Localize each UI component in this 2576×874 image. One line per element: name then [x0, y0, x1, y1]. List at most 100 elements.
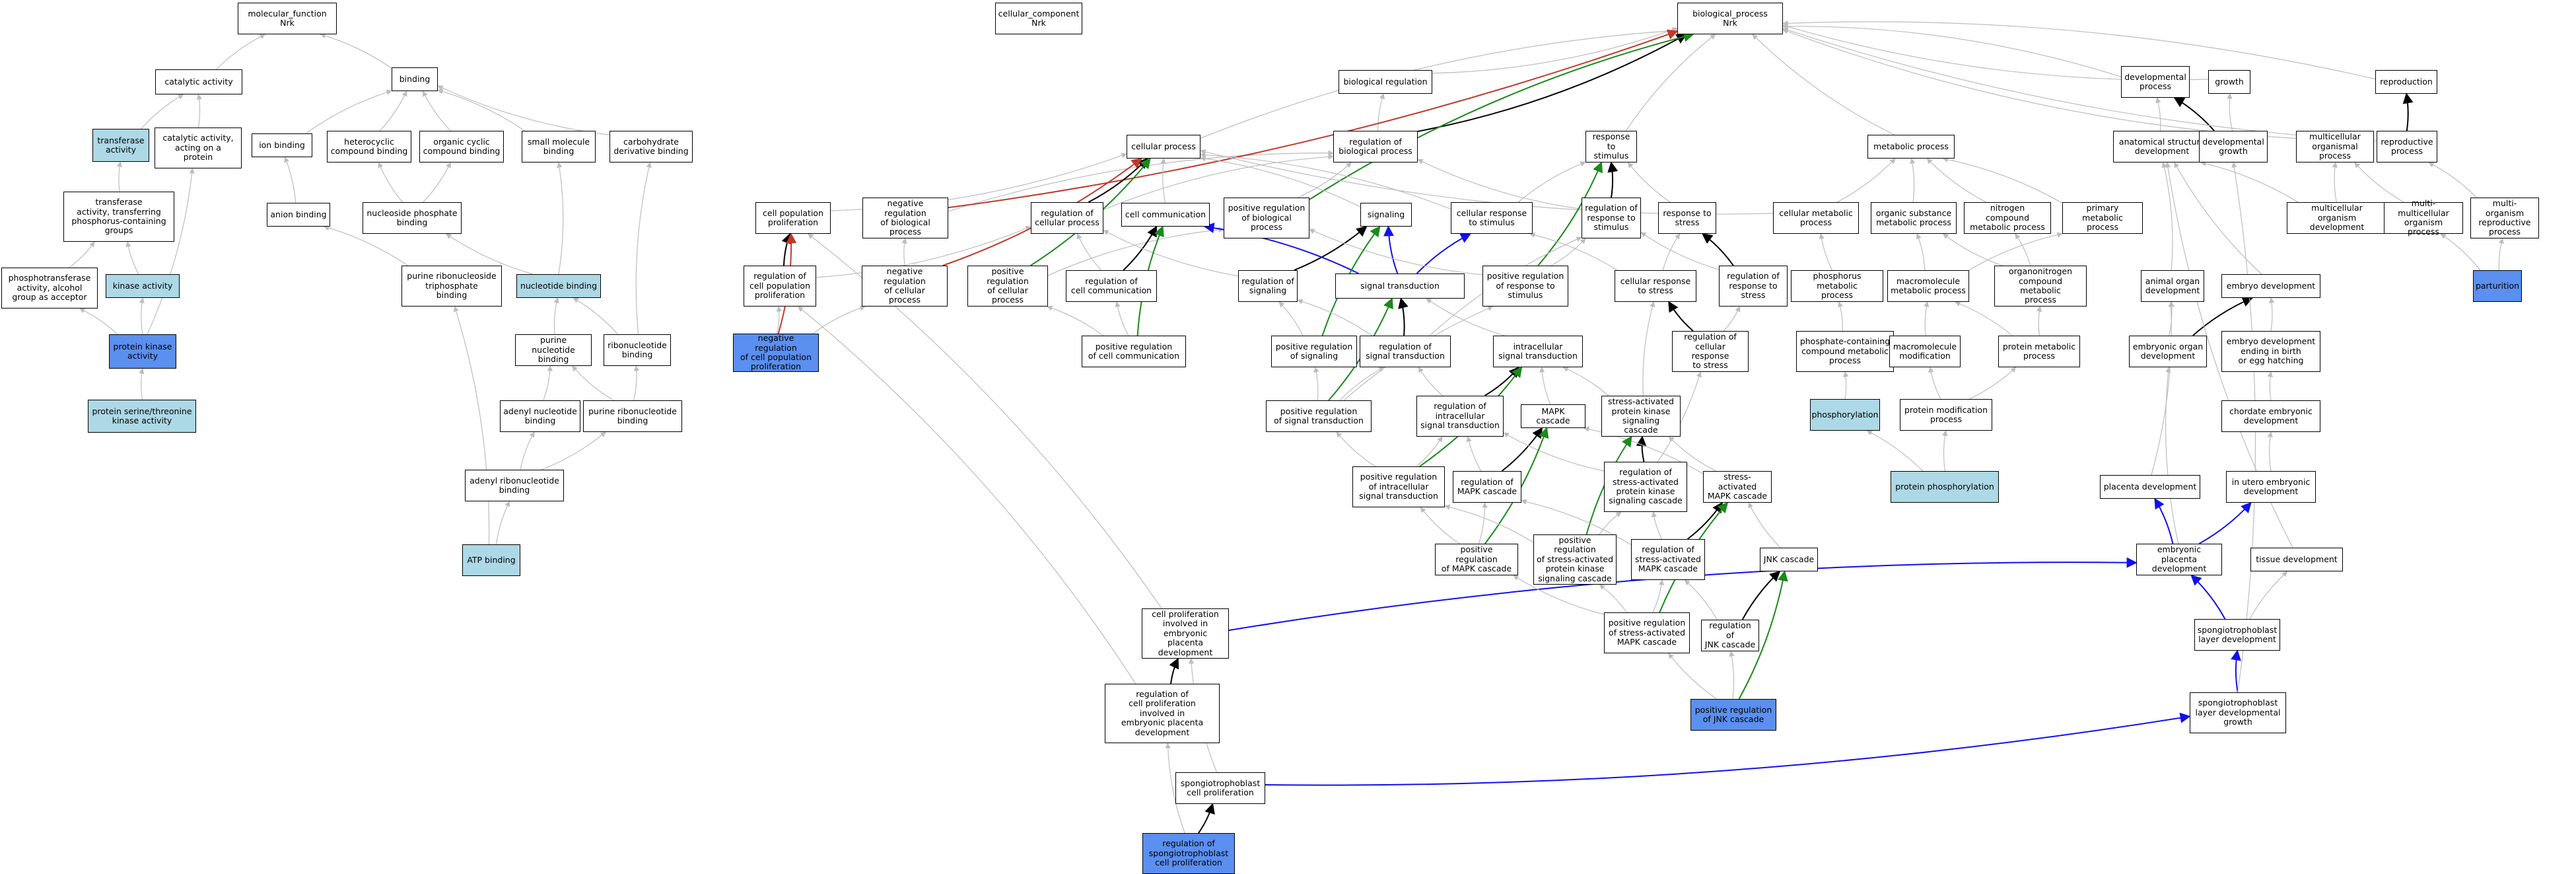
term-node-catact[interactable]: catalytic activity [155, 69, 242, 94]
term-node-posregbio[interactable]: positive regulation of biological proces… [1224, 198, 1309, 238]
term-node-regbio[interactable]: regulation of biological process [1333, 131, 1418, 163]
term-node-multimulti[interactable]: multi-multicellular organism process [2384, 199, 2463, 237]
term-node-bp[interactable]: biological_process Nrk [1677, 3, 1783, 34]
term-node-intracell[interactable]: intracellular signal transduction [1493, 336, 1583, 367]
term-node-hetero[interactable]: heterocyclic compound binding [327, 131, 411, 163]
term-node-mf[interactable]: molecular_function Nrk [238, 3, 337, 34]
term-node-inutero[interactable]: in utero embryonic development [2226, 471, 2316, 503]
term-node-carbo[interactable]: carbohydrate derivative binding [609, 131, 693, 163]
term-node-cellcomm[interactable]: cell communication [1121, 203, 1210, 227]
term-node-regsapk[interactable]: regulation of stress-activated protein k… [1604, 462, 1687, 512]
term-node-sigtrans[interactable]: signal transduction [1335, 273, 1465, 299]
term-node-posregcellproc[interactable]: positive regulation of cellular process [967, 266, 1048, 307]
term-node-posregsapk[interactable]: positive regulation of stress-activated … [1533, 534, 1617, 585]
term-node-regresp[interactable]: regulation of response to stimulus [1582, 198, 1641, 238]
term-node-anion[interactable]: anion binding [267, 203, 330, 227]
term-node-cellrespstress[interactable]: cellular response to stress [1615, 270, 1696, 302]
term-node-purntp[interactable]: purine ribonucleoside triphosphate bindi… [401, 266, 502, 307]
term-node-organonitro[interactable]: organonitrogen compound metabolic proces… [1994, 266, 2087, 307]
term-node-posregjnk[interactable]: positive regulation of JNK cascade [1690, 699, 1776, 731]
term-node-posregsignaling[interactable]: positive regulation of signaling [1271, 336, 1357, 367]
term-node-devgrowth[interactable]: developmental growth [2199, 131, 2268, 163]
term-node-ionb[interactable]: ion binding [252, 133, 312, 157]
term-node-transferase[interactable]: transferase activity [92, 129, 149, 162]
term-node-cellmetab[interactable]: cellular metabolic process [1773, 202, 1859, 234]
term-node-purribo[interactable]: purine ribonucleotide binding [583, 400, 682, 432]
term-node-primmetab[interactable]: primary metabolic process [2062, 202, 2143, 234]
term-node-ribonuc[interactable]: ribonucleotide binding [604, 334, 671, 366]
term-node-regmapk[interactable]: regulation of MAPK cascade [1453, 471, 1521, 503]
term-node-chordate[interactable]: chordate embryonic development [2221, 400, 2320, 432]
term-node-resp[interactable]: response to stimulus [1585, 131, 1637, 163]
term-node-cellproc[interactable]: cellular process [1127, 135, 1201, 159]
term-node-catprot[interactable]: catalytic activity, acting on a protein [155, 127, 242, 168]
term-node-signaling[interactable]: signaling [1360, 203, 1412, 227]
term-node-growth[interactable]: growth [2208, 70, 2250, 94]
term-node-regcellprolplac[interactable]: regulation of cell proliferation involve… [1105, 684, 1220, 743]
term-node-purnuc[interactable]: purine nucleotide binding [515, 334, 592, 366]
term-node-negregcellpop[interactable]: negative regulation of cell population p… [733, 334, 819, 372]
term-node-embryodev[interactable]: embryo development [2221, 274, 2320, 298]
term-node-posregcellcomm[interactable]: positive regulation of cell communicatio… [1082, 336, 1186, 367]
term-node-orgsub[interactable]: organic substance metabolic process [1871, 202, 1957, 234]
term-node-nucb[interactable]: nucleotide binding [516, 274, 601, 298]
term-node-phosphorylation[interactable]: phosphorylation [1810, 399, 1880, 431]
term-node-spongogrowth[interactable]: spongiotrophoblast layer developmental g… [2190, 692, 2286, 733]
term-node-posregresp[interactable]: positive regulation of response to stimu… [1482, 266, 1568, 307]
term-node-embplacenta[interactable]: embryonic placenta development [2136, 544, 2222, 575]
term-node-atp[interactable]: ATP binding [462, 544, 520, 576]
term-node-regsamapk[interactable]: regulation of stress-activated MAPK casc… [1631, 539, 1705, 580]
term-node-cc[interactable]: cellular_component Nrk [995, 3, 1082, 34]
term-node-spongocellprol[interactable]: spongiotrophoblast cell proliferation [1175, 772, 1265, 804]
term-node-devproc[interactable]: developmental process [2121, 66, 2190, 98]
term-node-cellresp[interactable]: cellular response to stimulus [1451, 202, 1533, 234]
term-node-negregbio[interactable]: negative regulation of biological proces… [862, 198, 948, 238]
term-node-metab[interactable]: metabolic process [1867, 135, 1955, 159]
term-node-regcellrespstress[interactable]: regulation of cellular response to stres… [1672, 331, 1749, 372]
term-node-regintracell[interactable]: regulation of intracellular signal trans… [1416, 396, 1504, 437]
term-node-multicelldev[interactable]: multicellular organism development [2287, 202, 2387, 234]
term-node-regsignaling[interactable]: regulation of signaling [1238, 270, 1298, 302]
term-node-pka[interactable]: protein kinase activity [109, 334, 176, 369]
term-node-cellpop[interactable]: cell population proliferation [755, 202, 831, 234]
term-node-tissuedev[interactable]: tissue development [2250, 548, 2343, 571]
term-node-negregcellproc[interactable]: negative regulation of cellular process [862, 266, 948, 307]
term-node-posregsigtrans[interactable]: positive regulation of signal transducti… [1266, 400, 1372, 432]
term-node-respstress[interactable]: response to stress [1658, 202, 1716, 234]
term-node-regspongo[interactable]: regulation of spongiotrophoblast cell pr… [1142, 833, 1235, 874]
term-node-phosalc[interactable]: phosphotransferase activity, alcohol gro… [1, 268, 98, 309]
term-node-sapk[interactable]: stress-activated protein kinase signalin… [1601, 396, 1681, 437]
term-node-regrespstress[interactable]: regulation of response to stress [1719, 266, 1788, 307]
term-node-regcellcomm[interactable]: regulation of cell communication [1066, 270, 1157, 302]
term-node-transphos[interactable]: transferase activity, transferring phosp… [63, 192, 174, 242]
term-node-protphos[interactable]: protein phosphorylation [1891, 471, 1999, 503]
term-node-mapk[interactable]: MAPK cascade [1521, 404, 1585, 428]
term-node-macromet[interactable]: macromolecule metabolic process [1887, 270, 1969, 302]
term-node-animalorgan[interactable]: animal organ development [2141, 270, 2204, 302]
term-node-regsigtrans[interactable]: regulation of signal transduction [1360, 336, 1451, 367]
term-node-embryobirth[interactable]: embryo development ending in birth or eg… [2221, 331, 2320, 372]
term-node-jnk[interactable]: JNK cascade [1760, 548, 1818, 571]
term-node-cellprolplac[interactable]: cell proliferation involved in embryonic… [1142, 608, 1229, 659]
term-node-bioreg[interactable]: biological regulation [1339, 70, 1432, 94]
term-node-embryoorgan[interactable]: embryonic organ development [2129, 336, 2207, 367]
term-node-pst[interactable]: protein serine/threonine kinase activity [88, 400, 196, 433]
term-node-posregintracell[interactable]: positive regulation of intracellular sig… [1352, 466, 1445, 507]
term-node-phosmetab[interactable]: phosphorus metabolic process [1791, 270, 1883, 302]
term-node-ntphos[interactable]: nucleoside phosphate binding [363, 202, 462, 234]
term-node-binding[interactable]: binding [392, 67, 438, 91]
term-node-anatdev[interactable]: anatomical structure development [2113, 131, 2211, 163]
term-node-orgcyc[interactable]: organic cyclic compound binding [419, 131, 504, 163]
term-node-kinase[interactable]: kinase activity [106, 274, 180, 298]
term-node-multiorg[interactable]: multicellular organismal process [2296, 131, 2374, 163]
term-node-reproproc[interactable]: reproductive process [2377, 131, 2437, 163]
term-node-smallmol[interactable]: small molecule binding [522, 131, 596, 163]
term-node-samapk[interactable]: stress-activated MAPK cascade [1703, 471, 1772, 503]
term-node-protmetab[interactable]: protein metabolic process [1998, 336, 2080, 367]
term-node-multiorgrepro[interactable]: multi-organism reproductive process [2470, 198, 2539, 238]
term-node-macromod[interactable]: macromolecule modification [1889, 336, 1961, 367]
term-node-protmod[interactable]: protein modification process [1900, 399, 1992, 431]
term-node-placenta[interactable]: placenta development [2100, 475, 2200, 499]
term-node-nitro[interactable]: nitrogen compound metabolic process [1964, 202, 2051, 234]
term-node-regjnk[interactable]: regulation of JNK cascade [1701, 620, 1759, 651]
